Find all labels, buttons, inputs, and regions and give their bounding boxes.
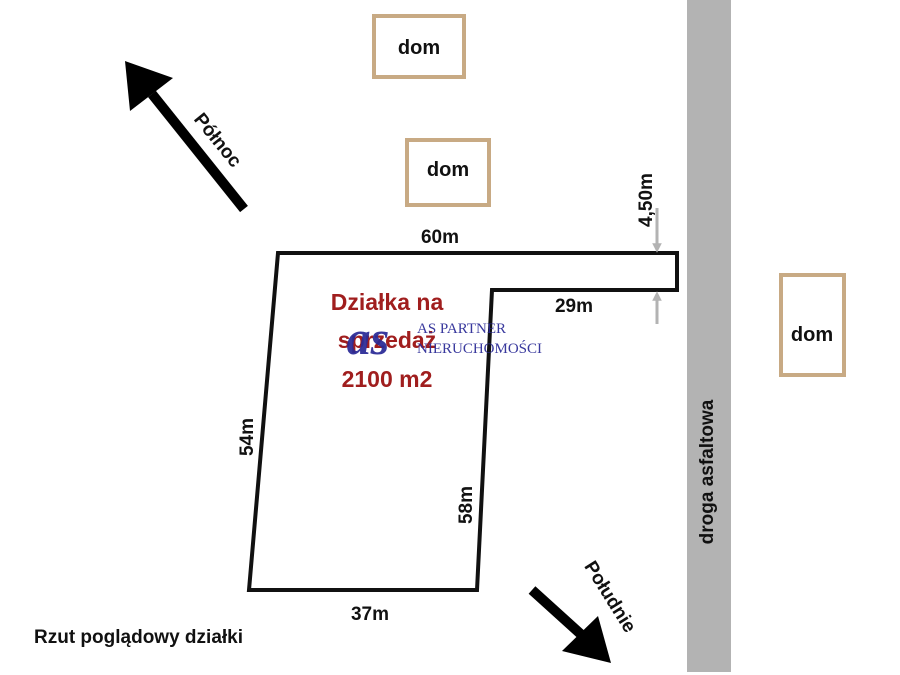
plot-outline <box>246 251 679 592</box>
dimension-top: 60m <box>421 227 459 248</box>
house-2: dom <box>405 138 491 207</box>
watermark-line1: AS PARTNER <box>417 321 506 337</box>
diagram-caption: Rzut poglądowy działki <box>34 627 243 648</box>
asphalt-road <box>687 0 731 672</box>
dimension-right: 58m <box>456 486 477 524</box>
dimension-access-width: 4,50m <box>636 173 657 227</box>
north-label: Północ <box>189 109 245 172</box>
plot-title-line2: sprzedaż <box>338 327 436 353</box>
dimension-inner-top: 29m <box>555 296 593 317</box>
house-label: dom <box>427 159 469 181</box>
watermark-logo: as AS PARTNER NIERUCHOMOŚCI <box>347 312 542 365</box>
watermark-logo-mark: as <box>347 312 390 365</box>
dimension-bottom: 37m <box>351 604 389 625</box>
house-1: dom <box>372 14 466 79</box>
south-label: Południe <box>580 558 640 637</box>
north-arrow-icon <box>125 61 248 213</box>
road-label: droga asfaltowa <box>697 399 718 544</box>
house-label: dom <box>398 37 440 59</box>
house-3: dom <box>779 273 846 377</box>
watermark-line2: NIERUCHOMOŚCI <box>417 340 542 357</box>
south-arrow-icon <box>528 586 611 663</box>
plot-area: 2100 m2 <box>342 366 433 392</box>
house-label: dom <box>791 324 833 346</box>
plot-title-line1: Działka na <box>331 289 444 315</box>
dimension-left: 54m <box>237 418 258 456</box>
